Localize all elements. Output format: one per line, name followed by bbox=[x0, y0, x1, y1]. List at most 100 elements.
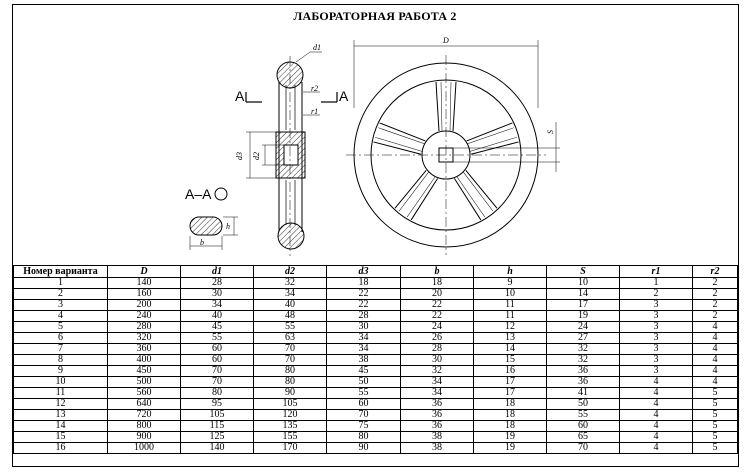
table-cell: 32 bbox=[546, 354, 620, 366]
table-cell: 41 bbox=[546, 387, 620, 399]
table-cell: 5 bbox=[692, 420, 738, 432]
table-cell: 3 bbox=[619, 365, 693, 377]
table-cell: 4 bbox=[692, 365, 738, 377]
table-cell: 18 bbox=[473, 409, 547, 421]
table-cell: 30 bbox=[326, 321, 401, 333]
col-d3-header: d3 bbox=[326, 265, 401, 278]
table-cell: 4 bbox=[619, 376, 693, 388]
table-cell: 63 bbox=[253, 332, 327, 344]
table-cell: 10 bbox=[473, 288, 547, 300]
table-cell: 5 bbox=[692, 387, 738, 399]
table-cell: 800 bbox=[107, 420, 181, 432]
table-cell: 32 bbox=[546, 343, 620, 355]
page-title: ЛАБОРАТОРНАЯ РАБОТА 2 bbox=[293, 9, 457, 23]
table-cell: 50 bbox=[326, 376, 401, 388]
table-cell: 70 bbox=[546, 442, 620, 454]
table-cell: 17 bbox=[473, 387, 547, 399]
table-cell: 36 bbox=[400, 420, 474, 432]
table-cell: 720 bbox=[107, 409, 181, 421]
table-cell: 15 bbox=[13, 431, 108, 443]
table-cell: 34 bbox=[253, 288, 327, 300]
table-cell: 55 bbox=[326, 387, 401, 399]
table-cell: 10 bbox=[546, 277, 620, 289]
table-cell: 36 bbox=[400, 409, 474, 421]
table-cell: 2 bbox=[692, 299, 738, 311]
side-section-view bbox=[245, 51, 338, 256]
table-cell: 38 bbox=[400, 431, 474, 443]
table-cell: 65 bbox=[546, 431, 620, 443]
table-cell: 115 bbox=[180, 420, 254, 432]
table-cell: 3 bbox=[619, 332, 693, 344]
table-cell: 19 bbox=[473, 442, 547, 454]
table-cell: 14 bbox=[473, 343, 547, 355]
table-cell: 14 bbox=[13, 420, 108, 432]
table-header-row: Номер варианта D d1 d2 d3 b h S r1 r2 bbox=[13, 265, 738, 278]
table-cell: 90 bbox=[253, 387, 327, 399]
table-cell: 3 bbox=[619, 310, 693, 322]
dim-d2: d2 bbox=[252, 152, 261, 160]
table-cell: 5 bbox=[692, 431, 738, 443]
section-label: A–A bbox=[185, 186, 212, 202]
table-cell: 5 bbox=[692, 398, 738, 410]
table-cell: 13 bbox=[473, 332, 547, 344]
table-cell: 22 bbox=[326, 288, 401, 300]
dim-b: b bbox=[200, 238, 204, 247]
col-r1-header: r1 bbox=[619, 265, 693, 278]
table-cell: 5 bbox=[692, 442, 738, 454]
table-cell: 34 bbox=[400, 387, 474, 399]
table-cell: 4 bbox=[619, 431, 693, 443]
table-cell: 32 bbox=[253, 277, 327, 289]
table-cell: 45 bbox=[326, 365, 401, 377]
spoke-section bbox=[189, 187, 238, 250]
table-cell: 140 bbox=[180, 442, 254, 454]
table-cell: 2 bbox=[692, 277, 738, 289]
table-cell: 12 bbox=[473, 321, 547, 333]
table-cell: 34 bbox=[326, 343, 401, 355]
table-cell: 1 bbox=[13, 277, 108, 289]
table-cell: 38 bbox=[326, 354, 401, 366]
table-cell: 105 bbox=[180, 409, 254, 421]
col-S-header: S bbox=[546, 265, 620, 278]
table-cell: 50 bbox=[546, 398, 620, 410]
table-cell: 3 bbox=[13, 299, 108, 311]
table-cell: 3 bbox=[619, 321, 693, 333]
table-cell: 60 bbox=[546, 420, 620, 432]
table-cell: 75 bbox=[326, 420, 401, 432]
table-cell: 36 bbox=[546, 376, 620, 388]
table-cell: 200 bbox=[107, 299, 181, 311]
table-cell: 36 bbox=[546, 365, 620, 377]
table-cell: 34 bbox=[180, 299, 254, 311]
table-cell: 125 bbox=[180, 431, 254, 443]
table-cell: 400 bbox=[107, 354, 181, 366]
table-cell: 280 bbox=[107, 321, 181, 333]
table-cell: 18 bbox=[326, 277, 401, 289]
table-cell: 15 bbox=[473, 354, 547, 366]
table-cell: 30 bbox=[400, 354, 474, 366]
table-cell: 240 bbox=[107, 310, 181, 322]
dim-r1: r1 bbox=[311, 107, 318, 116]
table-cell: 320 bbox=[107, 332, 181, 344]
table-cell: 4 bbox=[619, 387, 693, 399]
table-cell: 34 bbox=[400, 376, 474, 388]
drawing-frame bbox=[12, 4, 739, 467]
table-cell: 34 bbox=[326, 332, 401, 344]
table-cell: 4 bbox=[692, 343, 738, 355]
front-view bbox=[346, 40, 560, 255]
table-cell: 22 bbox=[400, 310, 474, 322]
table-cell: 9 bbox=[13, 365, 108, 377]
table-cell: 500 bbox=[107, 376, 181, 388]
table-cell: 2 bbox=[619, 288, 693, 300]
table-cell: 19 bbox=[473, 431, 547, 443]
table-cell: 70 bbox=[253, 343, 327, 355]
col-d2-header: d2 bbox=[253, 265, 327, 278]
